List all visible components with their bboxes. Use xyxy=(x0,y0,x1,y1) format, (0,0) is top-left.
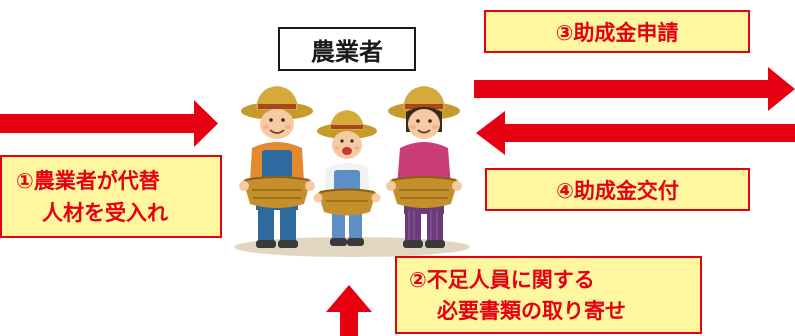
step2-label-line2: 必要書類の取り寄せ xyxy=(437,299,626,323)
step4-label-box: ④助成金交付 xyxy=(485,168,750,211)
farmers-illustration xyxy=(234,86,470,257)
step3-label-text: ③助成金申請 xyxy=(555,20,679,45)
step1-label-line1: ①農業者が代替 xyxy=(16,169,160,193)
arrow-in-left xyxy=(0,100,218,147)
farmer-title-text: 農業者 xyxy=(311,37,383,66)
farmer-child-figure xyxy=(313,110,381,246)
arrow-up-bottom xyxy=(326,285,372,336)
farmer-title-box: 農業者 xyxy=(278,27,416,71)
farmer-man-figure xyxy=(239,86,315,248)
step3-label-box: ③助成金申請 xyxy=(484,10,750,53)
step1-label-line2: 人材を受入れ xyxy=(42,201,168,225)
arrow-in-right xyxy=(476,111,795,155)
step1-label-box: ①農業者が代替 人材を受入れ xyxy=(0,155,222,238)
step4-label-text: ④助成金交付 xyxy=(556,178,679,203)
step2-label-box: ②不足人員に関する 必要書類の取り寄せ xyxy=(395,256,702,334)
step2-label-line1: ②不足人員に関する xyxy=(409,268,595,292)
arrow-out-right xyxy=(474,67,795,111)
farmer-woman-figure xyxy=(386,86,462,248)
